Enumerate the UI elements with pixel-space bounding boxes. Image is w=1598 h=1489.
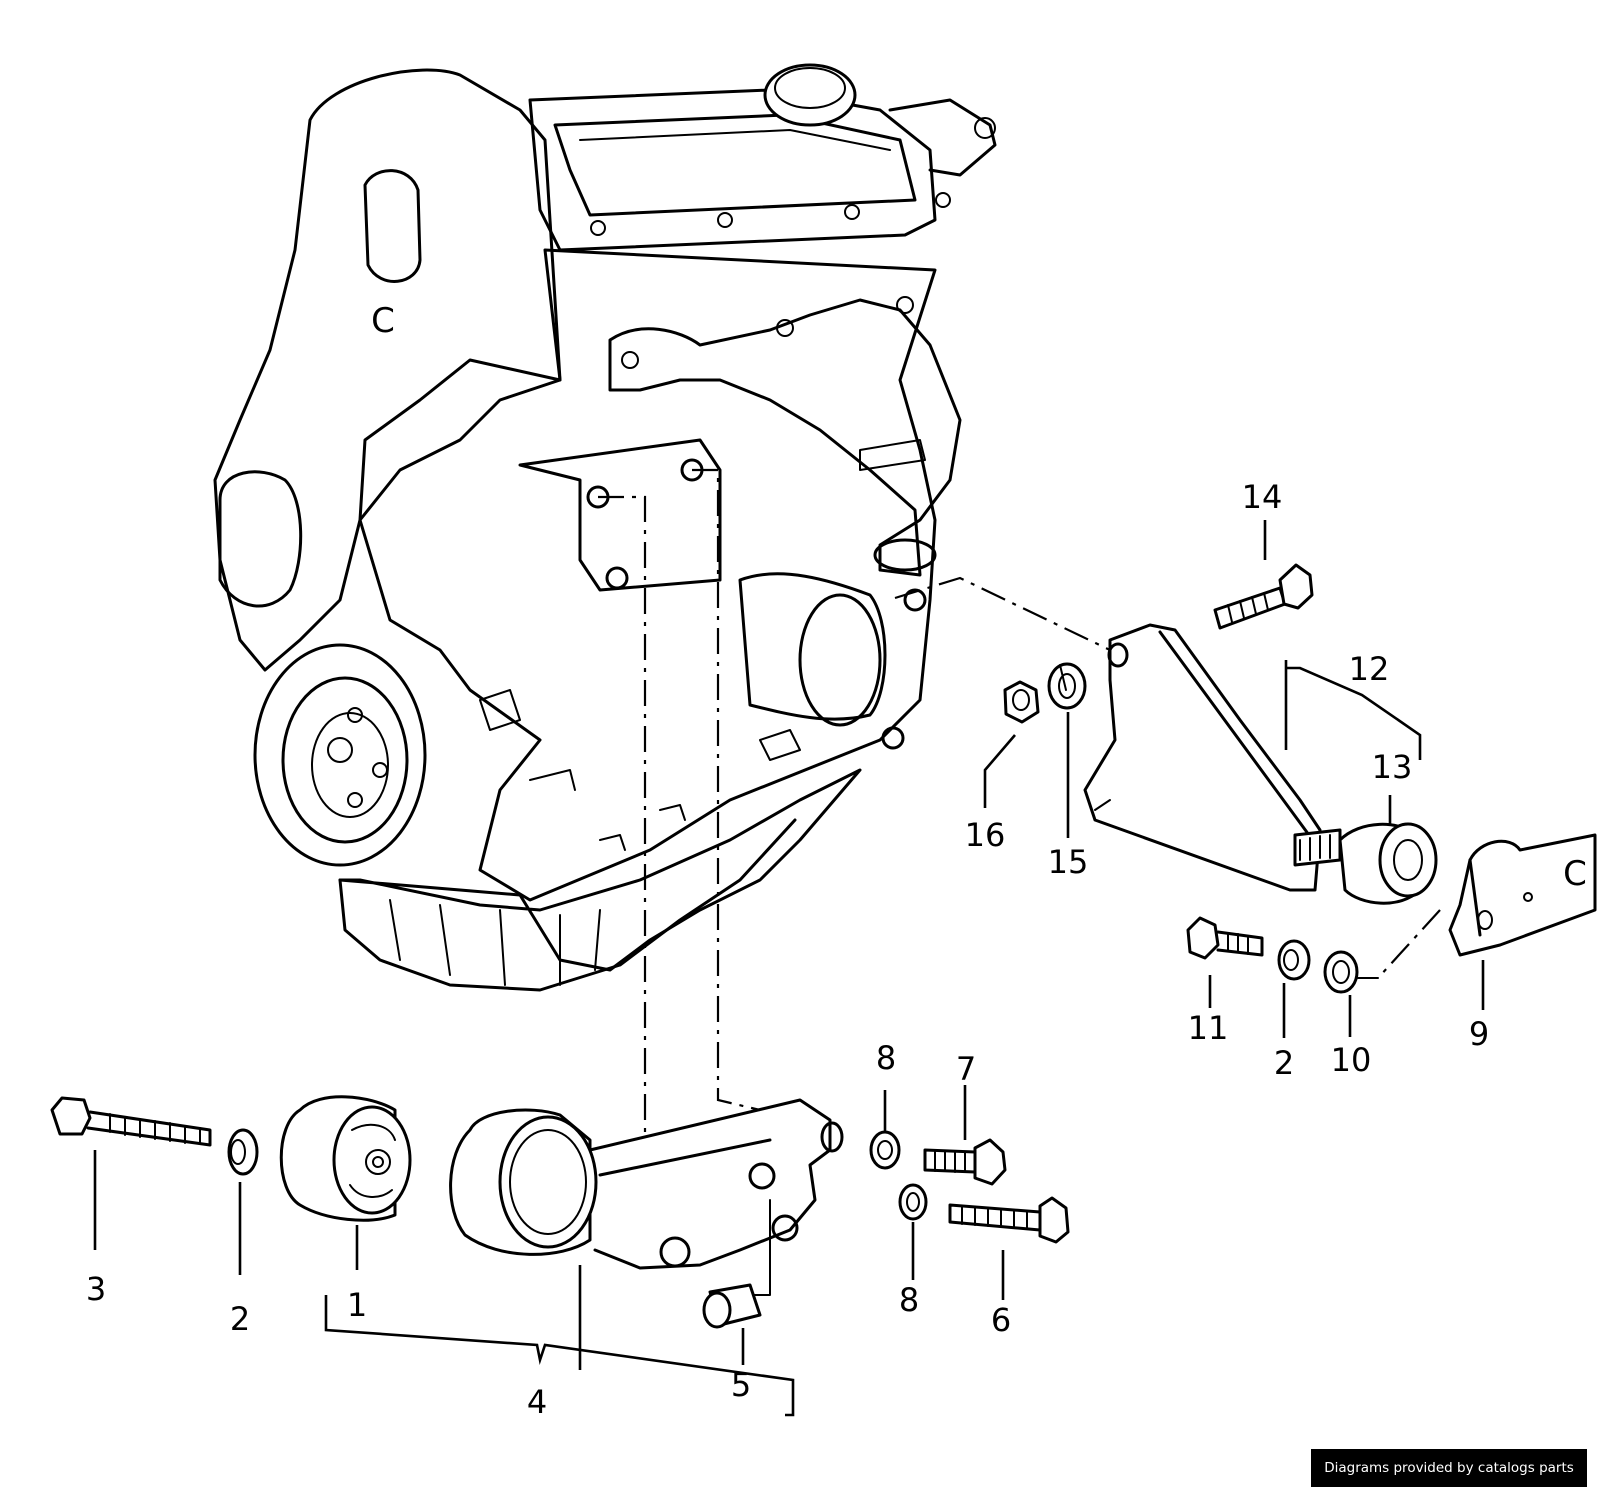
part-12-support-bracket (1083, 623, 1322, 892)
callout-1: 1 (347, 1286, 367, 1324)
engine-assembly (213, 63, 997, 992)
part-4-engine-bracket (449, 1098, 844, 1270)
part-7-short-bolt (923, 1138, 1007, 1186)
callout-6: 6 (991, 1301, 1011, 1339)
part-9-body-bracket (1448, 833, 1597, 957)
engine-mark-cover: C (371, 301, 395, 341)
part-8-washer-lower (898, 1183, 928, 1221)
callout-12: 12 (1349, 650, 1390, 688)
callout-leaders (93, 520, 1485, 1417)
callout-16: 16 (965, 816, 1006, 854)
callout-9: 9 (1469, 1015, 1489, 1053)
part-14-bolt (1213, 563, 1314, 630)
part-11-bolt (1186, 916, 1264, 960)
bracket-mark: C (1563, 854, 1587, 894)
callout-15: 15 (1048, 843, 1089, 881)
callout-2-left: 2 (230, 1300, 250, 1338)
part-16-nut (1003, 680, 1040, 724)
callout-4: 4 (527, 1383, 547, 1421)
callout-8-lower: 8 (899, 1281, 919, 1319)
part-5-sleeve (702, 1283, 762, 1329)
callout-11: 11 (1188, 1009, 1229, 1047)
callout-2-right: 2 (1274, 1044, 1294, 1082)
part-6-medium-bolt (948, 1196, 1070, 1244)
part-3-long-bolt (50, 1096, 212, 1147)
part-10-washer (1323, 950, 1359, 994)
part-1-rubber-bushing (279, 1095, 412, 1222)
part-8-washer-upper (869, 1130, 901, 1170)
callout-10: 10 (1331, 1041, 1372, 1079)
part-13-mount-bushing (1293, 822, 1438, 905)
part-2-washer-right (1277, 939, 1311, 981)
part-2-washer-left (227, 1128, 259, 1176)
callout-13: 13 (1372, 748, 1413, 786)
part-15-lock-washer (1047, 662, 1087, 710)
credit-badge: Diagrams provided by catalogs parts (1311, 1449, 1587, 1487)
callout-3: 3 (86, 1270, 106, 1308)
callout-5: 5 (731, 1366, 751, 1404)
callout-8-upper: 8 (876, 1039, 896, 1077)
assembly-centerlines (598, 468, 1441, 1296)
callout-7: 7 (956, 1050, 976, 1088)
callout-14: 14 (1242, 478, 1283, 516)
